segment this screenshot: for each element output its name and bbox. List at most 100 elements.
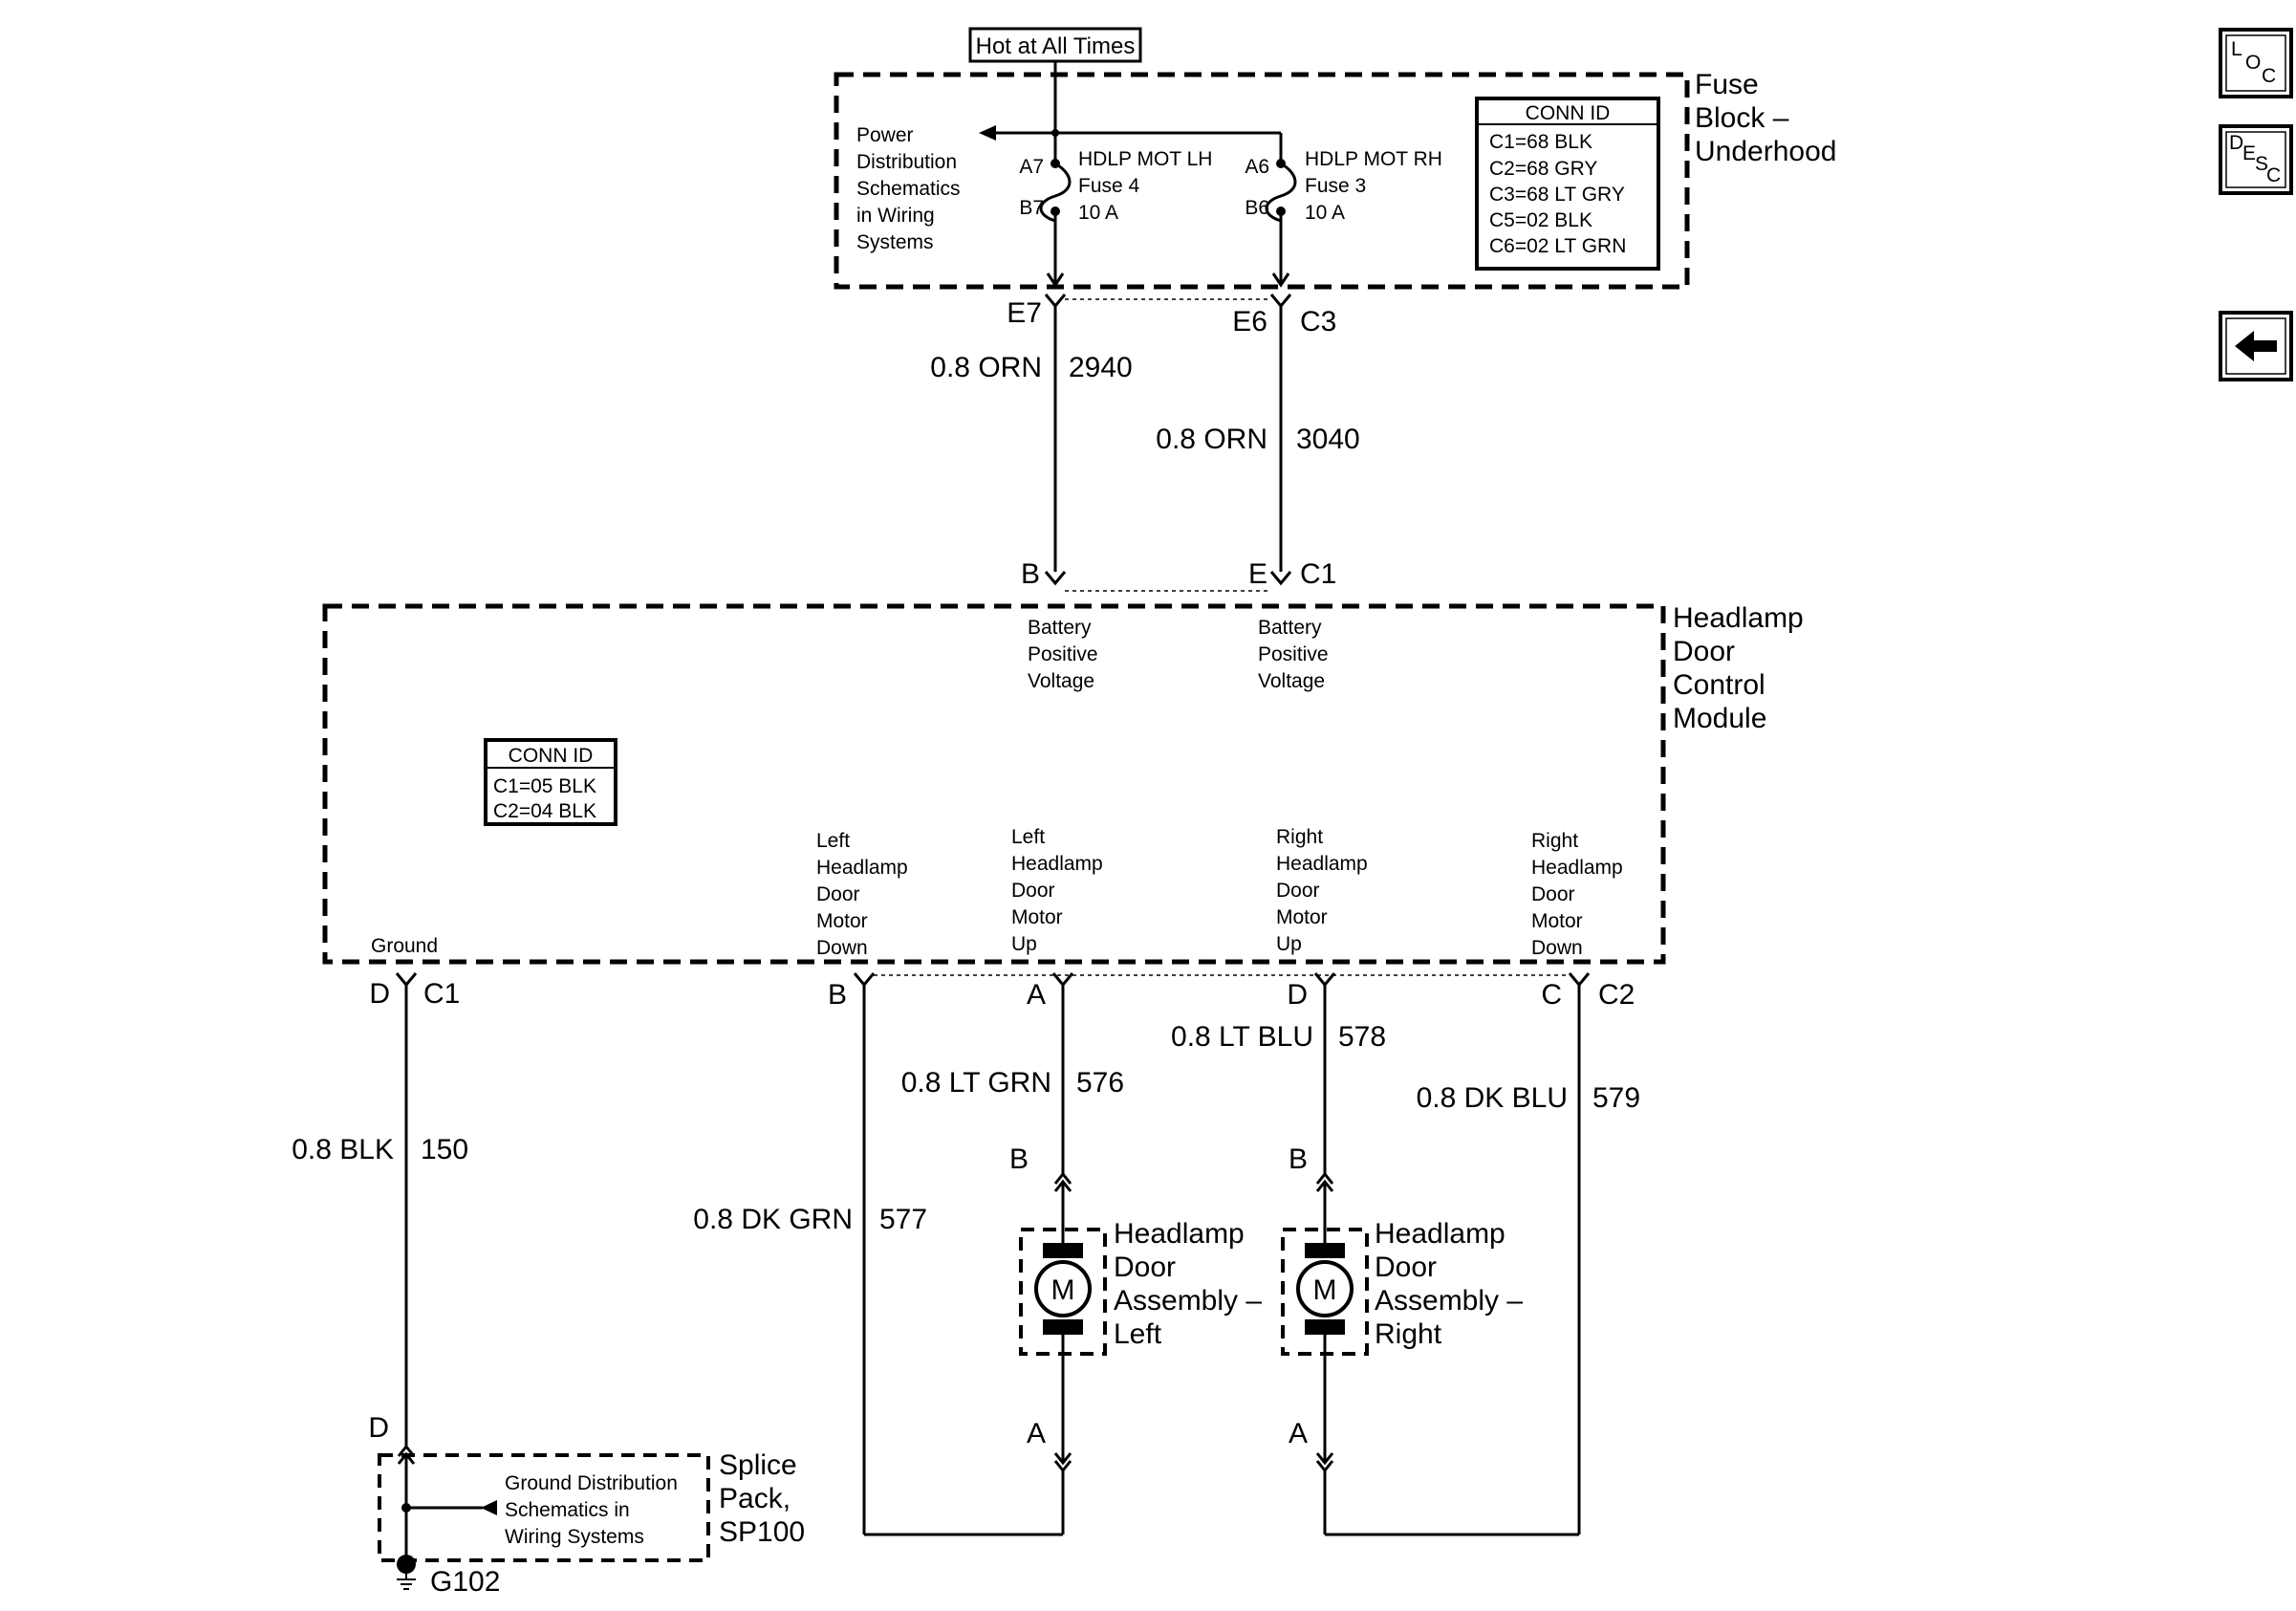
svg-text:Door: Door xyxy=(1375,1252,1437,1283)
wire-579: 0.8 DK BLU 579 xyxy=(1325,985,1640,1536)
svg-text:Positive: Positive xyxy=(1258,643,1329,665)
svg-text:576: 576 xyxy=(1076,1067,1124,1099)
svg-text:L: L xyxy=(2231,38,2242,60)
svg-text:C5=02 BLK: C5=02 BLK xyxy=(1489,209,1592,231)
svg-text:C3=68 LT GRY: C3=68 LT GRY xyxy=(1489,184,1625,206)
module-conn-id: CONN ID C1=05 BLK C2=04 BLK xyxy=(484,738,617,826)
fuse-lh: A7 B7 HDLP MOT LH Fuse 4 10 A xyxy=(1019,133,1212,288)
svg-text:Headlamp: Headlamp xyxy=(1276,853,1368,875)
svg-text:150: 150 xyxy=(421,1134,468,1165)
svg-text:Door: Door xyxy=(1114,1252,1176,1283)
svg-text:D: D xyxy=(368,1412,389,1444)
svg-text:E7: E7 xyxy=(1007,297,1042,329)
svg-text:E: E xyxy=(2242,142,2256,164)
svg-text:B: B xyxy=(1289,1143,1308,1175)
svg-text:Up: Up xyxy=(1276,933,1302,955)
arrow-to-power-dist-icon xyxy=(979,125,996,141)
svg-text:Positive: Positive xyxy=(1028,643,1098,665)
svg-text:D: D xyxy=(2229,132,2243,154)
svg-text:C1: C1 xyxy=(423,978,460,1010)
fuse-block-output-connector: E7 E6 C3 xyxy=(1007,294,1336,337)
fuse-block-conn-id: CONN ID C1=68 BLK C2=68 GRY C3=68 LT GRY… xyxy=(1475,97,1660,271)
svg-text:Wiring Systems: Wiring Systems xyxy=(505,1526,644,1548)
svg-text:Down: Down xyxy=(816,937,868,959)
right-door-motor-down-label: Right Headlamp Door Motor Down xyxy=(1531,830,1623,959)
loc-button[interactable]: L O C xyxy=(2219,28,2293,98)
motor-right-icon xyxy=(1296,1260,1354,1317)
desc-button[interactable]: D E S C xyxy=(2219,124,2293,195)
svg-text:Right: Right xyxy=(1276,826,1323,848)
svg-text:in Wiring: in Wiring xyxy=(856,205,935,227)
svg-text:0.8 LT BLU: 0.8 LT BLU xyxy=(1171,1021,1313,1053)
svg-text:Assembly –: Assembly – xyxy=(1375,1285,1523,1317)
wire-3040: 0.8 ORN 3040 xyxy=(1156,306,1360,572)
svg-text:B: B xyxy=(828,979,847,1011)
svg-text:Down: Down xyxy=(1531,937,1583,959)
svg-text:Left: Left xyxy=(816,830,850,852)
svg-text:C3: C3 xyxy=(1300,306,1336,337)
svg-text:B: B xyxy=(1021,558,1040,590)
svg-text:C2=68 GRY: C2=68 GRY xyxy=(1489,158,1597,180)
svg-text:C2=04 BLK: C2=04 BLK xyxy=(493,800,596,822)
module-title: Headlamp Door Control Module xyxy=(1673,602,1804,734)
svg-text:Door: Door xyxy=(1531,883,1575,905)
back-arrow-icon xyxy=(2235,331,2277,361)
svg-text:Pack,: Pack, xyxy=(719,1483,791,1514)
svg-text:C: C xyxy=(1541,979,1562,1011)
headlamp-door-control-module: Headlamp Door Control Module Battery Pos… xyxy=(322,602,1804,965)
module-c2-connector: B A D C C2 xyxy=(828,972,1635,1011)
module-ground-connector: D C1 xyxy=(369,972,460,1010)
svg-text:0.8 ORN: 0.8 ORN xyxy=(930,352,1042,383)
svg-text:Fuse 4: Fuse 4 xyxy=(1078,175,1140,197)
back-button[interactable] xyxy=(2219,311,2293,381)
svg-text:Block –: Block – xyxy=(1695,102,1789,134)
arrow-from-ground-dist-icon xyxy=(481,1500,497,1515)
ground-icon xyxy=(397,1555,416,1590)
svg-text:A6: A6 xyxy=(1245,156,1269,178)
svg-text:Left: Left xyxy=(1011,826,1045,848)
svg-text:10 A: 10 A xyxy=(1078,202,1118,224)
motor-left-icon xyxy=(1034,1260,1092,1317)
svg-text:C: C xyxy=(2266,164,2281,186)
svg-text:Motor: Motor xyxy=(1531,910,1583,932)
svg-text:Voltage: Voltage xyxy=(1028,670,1094,692)
svg-text:SP100: SP100 xyxy=(719,1516,805,1548)
svg-text:Schematics: Schematics xyxy=(856,178,961,200)
right-door-motor-up-label: Right Headlamp Door Motor Up xyxy=(1276,826,1368,955)
svg-text:Left: Left xyxy=(1114,1318,1162,1350)
svg-text:Battery: Battery xyxy=(1028,617,1092,639)
ground-label: Ground xyxy=(371,935,438,957)
svg-text:Headlamp: Headlamp xyxy=(1011,853,1103,875)
svg-text:Underhood: Underhood xyxy=(1695,136,1836,167)
svg-text:Headlamp: Headlamp xyxy=(1375,1218,1505,1250)
svg-text:Motor: Motor xyxy=(816,910,868,932)
svg-text:O: O xyxy=(2245,52,2261,74)
svg-text:Assembly –: Assembly – xyxy=(1114,1285,1262,1317)
left-door-motor-down-label: Left Headlamp Door Motor Down xyxy=(816,830,908,959)
svg-text:A: A xyxy=(1027,1418,1046,1449)
svg-text:Control: Control xyxy=(1673,669,1765,701)
svg-text:B6: B6 xyxy=(1245,197,1269,219)
svg-text:Ground Distribution: Ground Distribution xyxy=(505,1472,678,1494)
svg-text:C1: C1 xyxy=(1300,558,1336,590)
svg-text:Door: Door xyxy=(1011,880,1055,902)
svg-text:Headlamp: Headlamp xyxy=(1673,602,1804,634)
svg-text:0.8 LT GRN: 0.8 LT GRN xyxy=(901,1067,1051,1099)
svg-text:A: A xyxy=(1027,979,1046,1011)
ground-distribution-note: Ground Distribution Schematics in Wiring… xyxy=(505,1472,678,1548)
svg-text:Power: Power xyxy=(856,124,914,146)
fuse-block: Hot at All Times Power Distribution Sche… xyxy=(834,27,1836,290)
svg-text:M: M xyxy=(1313,1274,1337,1306)
svg-text:Schematics in: Schematics in xyxy=(505,1499,630,1521)
svg-text:C: C xyxy=(2262,65,2276,87)
wire-576: 0.8 LT GRN 576 xyxy=(901,985,1124,1176)
wire-578: 0.8 LT BLU 578 xyxy=(1171,985,1386,1176)
svg-text:E: E xyxy=(1248,558,1267,590)
headlamp-door-assembly-left: B M A Headlamp Door Assembly – Left xyxy=(1009,1143,1262,1535)
svg-text:Door: Door xyxy=(1673,636,1735,667)
svg-text:S: S xyxy=(2255,153,2268,175)
svg-text:0.8 BLK: 0.8 BLK xyxy=(292,1134,394,1165)
svg-text:579: 579 xyxy=(1592,1082,1640,1114)
battery-positive-voltage-rh: Battery Positive Voltage xyxy=(1258,617,1329,692)
